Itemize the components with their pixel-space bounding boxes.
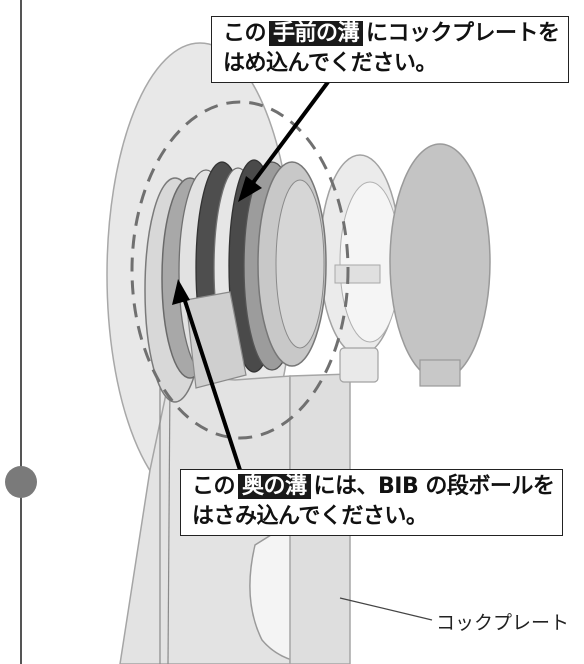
arrow-front-groove-head — [238, 176, 262, 202]
callout-front-groove: この手前の溝にコックプレートを はめ込んでください。 — [211, 16, 569, 83]
arrow-back-groove-shaft — [182, 297, 242, 471]
arrow-back-groove-head — [172, 279, 190, 305]
spout-front-inner — [275, 179, 325, 349]
cock-plate-leader-line — [339, 597, 433, 621]
plate-tongue — [185, 291, 247, 389]
cock-plate-label: コックプレート — [436, 612, 570, 634]
cap-tab — [334, 264, 381, 284]
callout-front-groove-line2: はめ込んでください。 — [223, 51, 437, 76]
callout-back-groove-line2: はさみ込んでください。 — [192, 504, 428, 529]
highlight-dashed-ellipse — [130, 100, 350, 440]
highlight-back-groove: 奥の溝 — [238, 474, 311, 499]
seal-disc — [389, 143, 491, 381]
arrow-front-groove-shaft — [250, 80, 330, 186]
callout-back-groove-line1: この奥の溝には、BIB の段ボールを — [192, 474, 555, 499]
callout-back-groove: この奥の溝には、BIB の段ボールを はさみ込んでください。 — [180, 469, 564, 536]
callout-front-groove-line1: この手前の溝にコックプレートを — [223, 21, 560, 46]
plate-edge-line-2 — [167, 377, 171, 664]
cap-neck — [339, 347, 379, 383]
highlight-front-groove: 手前の溝 — [269, 21, 364, 46]
seal-tab — [419, 359, 461, 387]
timeline-dot — [5, 466, 37, 498]
